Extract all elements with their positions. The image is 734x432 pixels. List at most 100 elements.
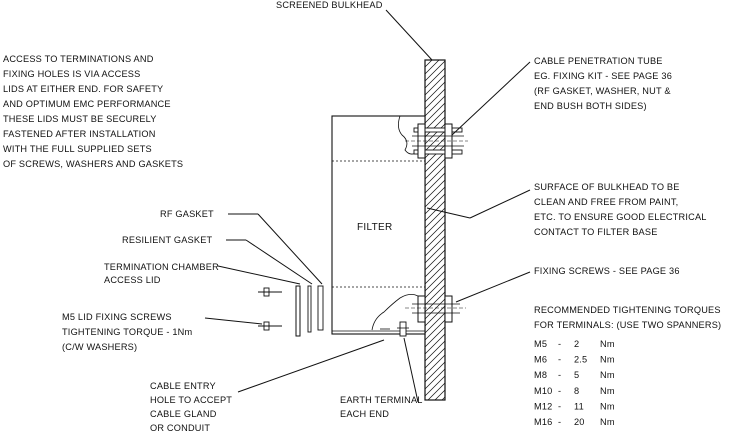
hatch-line: [424, 228, 446, 250]
hatch-line: [424, 284, 446, 306]
torque-value-cell: 8: [574, 386, 579, 396]
hatch-line: [424, 256, 446, 278]
fixing-screws-label: FIXING SCREWS - SEE PAGE 36: [534, 266, 680, 276]
surface-note-line: CLEAN AND FREE FROM PAINT,: [534, 197, 678, 207]
hatch-line: [424, 312, 446, 334]
hatch-line: [424, 81, 446, 103]
surface-note: SURFACE OF BULKHEAD TO BE CLEAN AND FREE…: [534, 182, 706, 237]
access-note-line: ACCESS TO TERMINATIONS AND: [3, 54, 154, 64]
cable-entry-line: CABLE GLAND: [150, 409, 217, 419]
torque-table-title: RECOMMENDED TIGHTENING TORQUES: [534, 305, 721, 315]
hatch-line: [424, 249, 446, 271]
earth-terminal-label: EARTH TERMINAL EACH END: [340, 395, 423, 419]
torque-unit-cell: Nm: [600, 401, 615, 411]
access-note-line: THESE LIDS MUST BE SECURELY: [3, 114, 157, 124]
torque-value-cell: 11: [574, 401, 584, 411]
cable-penetration-line: EG. FIXING KIT - SEE PAGE 36: [534, 71, 672, 81]
hatch-line: [424, 172, 446, 194]
surface-note-line: SURFACE OF BULKHEAD TO BE: [534, 182, 680, 192]
hatch-line: [424, 200, 446, 222]
access-note-line: OF SCREWS, WASHERS AND GASKETS: [3, 159, 183, 169]
hatch-line: [424, 59, 433, 68]
m5-lid-line: (C/W WASHERS): [62, 342, 137, 352]
hatch-line: [424, 158, 446, 180]
torque-dash-cell: -: [558, 401, 561, 411]
m5-lid-line: TIGHTENING TORQUE - 1Nm: [62, 327, 192, 337]
torque-value-cell: 5: [574, 370, 579, 380]
hatch-line: [424, 179, 446, 201]
torque-dash-cell: -: [558, 417, 561, 427]
access-note: ACCESS TO TERMINATIONS AND FIXING HOLES …: [3, 54, 183, 169]
hatch-line: [424, 368, 446, 390]
hatch-line: [441, 396, 446, 401]
cable-entry-line: HOLE TO ACCEPT: [150, 395, 232, 405]
torque-unit-cell: Nm: [600, 355, 615, 365]
torque-dash-cell: -: [558, 386, 561, 396]
hatch-line: [424, 326, 446, 348]
hatch-line: [424, 375, 446, 397]
hatch-line: [424, 137, 446, 159]
hatch-line: [424, 95, 446, 117]
hatch-line: [434, 389, 446, 401]
hatch-line: [424, 59, 440, 75]
cable-entry-line: CABLE ENTRY: [150, 381, 216, 391]
cable-penetration-line: END BUSH BOTH SIDES): [534, 101, 647, 111]
torque-size-cell: M8: [534, 370, 547, 380]
torque-dash-cell: -: [558, 355, 561, 365]
lid-screw-bottom: [258, 321, 282, 331]
earth-terminal-line: EARTH TERMINAL: [340, 395, 423, 405]
torque-table-title: FOR TERMINALS: (USE TWO SPANNERS): [534, 320, 721, 330]
hatch-line: [424, 214, 446, 236]
hatch-line: [424, 88, 446, 110]
hatch-line: [424, 60, 446, 82]
rf-gasket-label: RF GASKET: [160, 209, 214, 219]
m5-lid-line: M5 LID FIXING SCREWS: [62, 312, 172, 322]
hatch-line: [424, 144, 446, 166]
torque-value-cell: 2: [574, 339, 579, 349]
hatch-line: [424, 361, 446, 383]
bottom-fixing-screw: [405, 295, 466, 323]
hatch-line: [427, 382, 446, 401]
hatch-line: [424, 116, 446, 138]
torque-value-cell: 20: [574, 417, 585, 427]
torque-unit-cell: Nm: [600, 386, 615, 396]
access-note-line: LIDS AT EITHER END. FOR SAFETY: [3, 84, 163, 94]
torque-dash-cell: -: [558, 370, 561, 380]
hatch-line: [424, 340, 446, 362]
hatch-line: [424, 235, 446, 257]
hatch-line: [424, 333, 446, 355]
hatch-line: [424, 165, 446, 187]
hatch-line: [424, 305, 446, 327]
torque-table: RECOMMENDED TIGHTENING TORQUES FOR TERMI…: [534, 305, 721, 427]
termination-chamber-label: TERMINATION CHAMBER: [104, 262, 219, 272]
torque-size-cell: M6: [534, 355, 547, 365]
hatch-line: [424, 123, 446, 145]
hatch-line: [424, 67, 446, 89]
access-lid-and-gaskets: [295, 285, 324, 337]
hatch-line: [424, 347, 446, 369]
hatch-line: [424, 151, 446, 173]
access-note-line: FIXING HOLES IS VIA ACCESS: [3, 69, 140, 79]
filter-body: [331, 115, 426, 335]
lid-screw-top: [258, 287, 282, 297]
torque-value-cell: 2.5: [574, 355, 587, 365]
hatch-line: [424, 109, 446, 131]
hatch-line: [424, 298, 446, 320]
filter-label: FILTER: [357, 222, 393, 233]
surface-note-line: CONTACT TO FILTER BASE: [534, 227, 658, 237]
termination-chamber-label: ACCESS LID: [104, 275, 161, 285]
hatch-line: [424, 354, 446, 376]
hatch-line: [424, 74, 446, 96]
cable-penetration-line: (RF GASKET, WASHER, NUT &: [534, 86, 671, 96]
resilient-gasket-label: RESILIENT GASKET: [122, 235, 213, 245]
torque-size-cell: M10: [534, 386, 552, 396]
hatch-line: [424, 186, 446, 208]
access-note-line: AND OPTIMUM EMC PERFORMANCE: [3, 99, 171, 109]
earth-terminal-line: EACH END: [340, 409, 389, 419]
hatch-line: [424, 270, 446, 292]
top-fixing-kit: [405, 123, 468, 159]
cable-entry-label: CABLE ENTRY HOLE TO ACCEPT CABLE GLAND O…: [150, 381, 232, 432]
hatch-line: [424, 193, 446, 215]
hatch-line: [424, 102, 446, 124]
hatch-line: [424, 319, 446, 341]
